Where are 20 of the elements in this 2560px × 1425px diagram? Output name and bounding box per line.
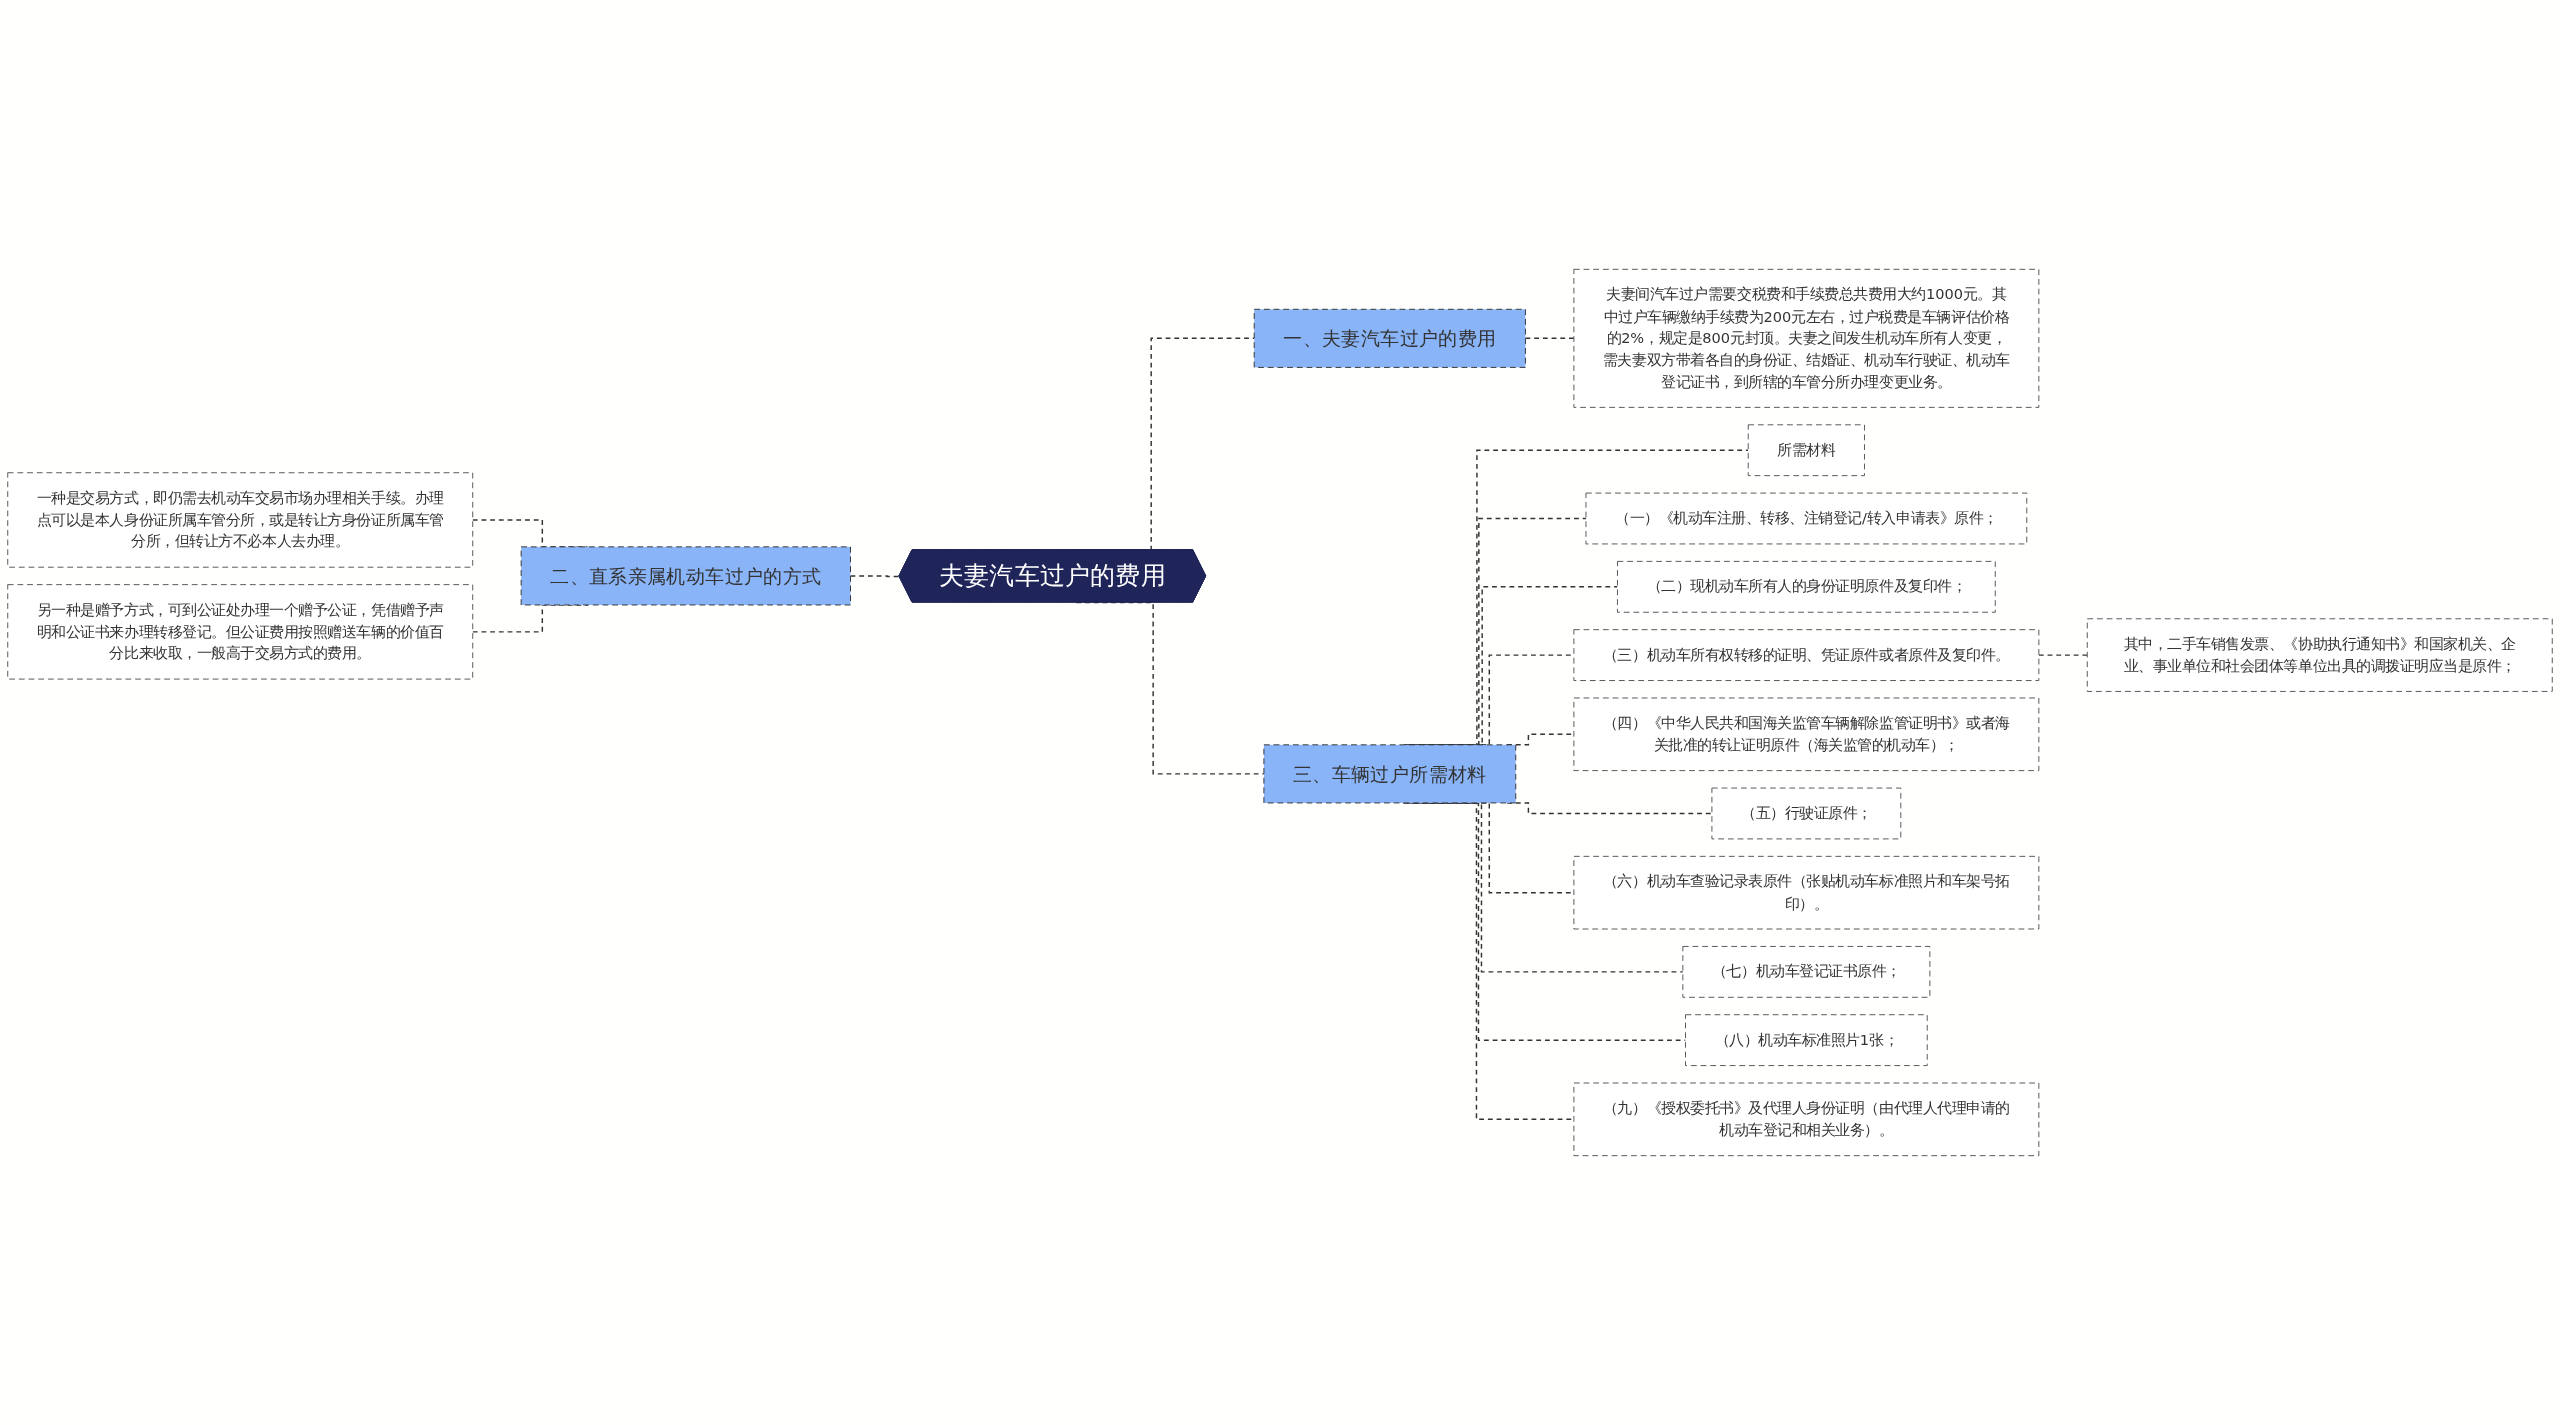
node-box: 一种是交易方式，即仍需去机动车交易市场办理相关手续。办理点可以是本人身份证所属车管分所，或是转让方身份证所属车管分所，但转让方不必本人去办理。	[7, 472, 474, 568]
node-box: （五）行驶证原件；	[1711, 787, 1902, 840]
node-box: 夫妻间汽车过户需要交税费和手续费总共费用大约1000元。其中过户车辆缴纳手续费为200元左右，过户税费是车辆评估价格的2%，规定是800元封顶。夫妻之间发生机动车所有人变更，需夫妻双方带着各自的身份证、结婚证、机动车行驶证、机动车登记证书，到所辖的车管分所办理变更业务。	[1573, 268, 2040, 408]
connector	[1524, 337, 1575, 340]
connector	[849, 575, 901, 578]
node-box: （一）《机动车注册、转移、注销登记/转入申请表》原件；	[1585, 492, 2028, 545]
node-box: 所需材料	[1747, 424, 1865, 477]
node-box: 三、车辆过户所需材料	[1263, 744, 1517, 804]
node-box: 一、夫妻汽车过户的费用	[1253, 308, 1526, 368]
node-box: （三）机动车所有权转移的证明、凭证原件或者原件及复印件。	[1573, 629, 2040, 681]
node-box: 二、直系亲属机动车过户的方式	[520, 546, 851, 606]
node-box: 其中，二手车销售发票、《协助执行通知书》和国家机关、企业、事业单位和社会团体等单位出具的调拨证明应当是原件；	[2086, 618, 2553, 692]
node-box: （六）机动车查验记录表原件（张贴机动车标准照片和车架号拓印）。	[1573, 855, 2040, 930]
node-box: 另一种是赠予方式，可到公证处办理一个赠予公证，凭借赠予声明和公证书来办理转移登记。但公证费用按照赠送车辆的价值百分比来收取，一般高于交易方式的费用。	[7, 584, 474, 680]
node-box: （二）现机动车所有人的身份证明原件及复印件；	[1617, 560, 1996, 613]
node-box: （七）机动车登记证书原件；	[1682, 945, 1931, 998]
node-box: （八）机动车标准照片1张；	[1685, 1014, 1928, 1067]
node-box: （九）《授权委托书》及代理人身份证明（由代理人代理申请的机动车登记和相关业务）。	[1573, 1082, 2040, 1157]
node-box: （四）《中华人民共和国海关监管车辆解除监管证明书》或者海关批准的转让证明原件（海关监管的机动车）；	[1573, 697, 2040, 772]
connector	[2038, 654, 2088, 656]
